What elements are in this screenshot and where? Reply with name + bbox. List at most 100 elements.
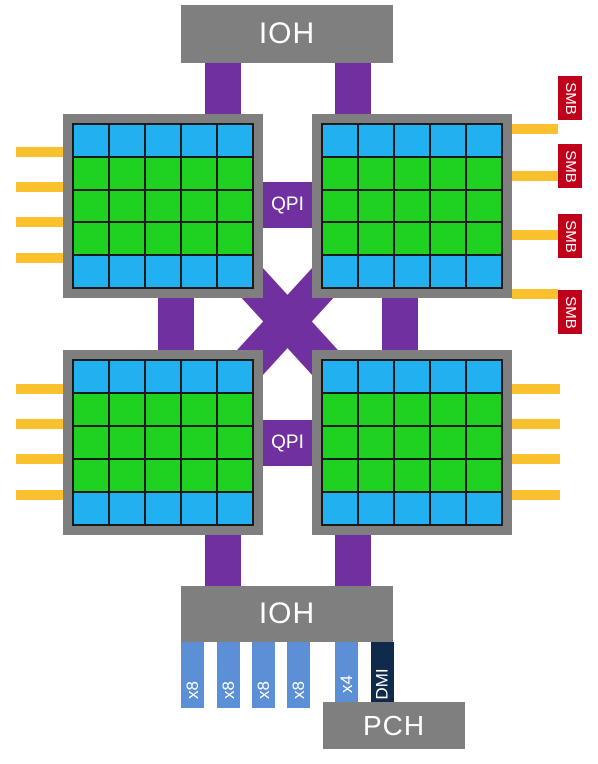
cpu-top-right-core-green-r2c4: [467, 190, 501, 222]
top-ioh: IOH: [181, 5, 393, 63]
pcie-lane-2: x8: [217, 642, 240, 708]
cpu-top-right-core-green-r3c4: [467, 223, 501, 255]
cpu-bottom-right-core-green-r3c0: [323, 460, 357, 491]
bottom-ioh: IOH: [181, 586, 393, 642]
cpu-top-right-core-blue-r4c3: [431, 256, 465, 287]
cpu-top-left-core-blue-r0c0: [74, 125, 108, 156]
cpu-bottom-right-core-blue-r4c3: [431, 493, 465, 524]
dmi-lane-label: DMI: [372, 668, 392, 700]
cpu-top-left-core-green-r1c3: [182, 157, 216, 189]
cpu-top-right-core-green-r1c3: [431, 157, 465, 189]
cpu-top-right-core-green-r1c0: [323, 157, 357, 189]
cpu-top-right-core-green-r2c2: [395, 190, 429, 222]
cpu-top-left-core-green-r3c4: [218, 223, 252, 255]
cpu-top-left-core-green-r2c3: [182, 190, 216, 222]
memory-pin-tl-1: [16, 147, 64, 157]
link-bottom-ioh-right: [335, 535, 371, 587]
cpu-bottom-right-core-green-r3c2: [395, 460, 429, 491]
cpu-top-right-core-blue-r0c2: [395, 125, 429, 156]
cpu-bottom-right-core-blue-r0c1: [359, 361, 393, 392]
cpu-bottom-left-core-green-r1c1: [110, 394, 144, 425]
cpu-top-right-core-green-r2c0: [323, 190, 357, 222]
cpu-bottom-left-core-blue-r0c2: [146, 361, 180, 392]
cpu-top-right-core-blue-r0c1: [359, 125, 393, 156]
memory-pin-br-4: [512, 490, 560, 500]
link-top-ioh-left: [205, 63, 241, 115]
link-right-vertical: [382, 298, 418, 350]
cpu-top-left-core-green-r3c0: [74, 223, 108, 255]
cpu-bottom-right-core-blue-r4c1: [359, 493, 393, 524]
cpu-top-left-core-green-r1c0: [74, 157, 108, 189]
cpu-top-left-core-green-r2c0: [74, 190, 108, 222]
cpu-bottom-left-core-green-r2c4: [218, 427, 252, 458]
cpu-bottom-left-core-blue-r4c1: [110, 493, 144, 524]
smb-badge-3: SMB: [558, 214, 582, 258]
cpu-top-left-core-blue-r0c3: [182, 125, 216, 156]
cpu-bottom-right-core-blue-r4c2: [395, 493, 429, 524]
cpu-bottom-left-core-green-r2c0: [74, 427, 108, 458]
memory-pin-tr-4: [512, 289, 558, 299]
cpu-top-left-core-blue-r4c2: [146, 256, 180, 287]
cpu-bottom-right-core-green-r2c0: [323, 427, 357, 458]
cpu-top-right-core-green-r2c3: [431, 190, 465, 222]
cpu-top-left-core-green-r2c4: [218, 190, 252, 222]
cpu-bottom-left-core-green-r3c1: [110, 460, 144, 491]
cpu-top-left: [63, 114, 263, 298]
smb-badge-4: SMB: [558, 290, 582, 334]
memory-pin-bl-1: [16, 384, 64, 394]
cpu-top-left-core-blue-r4c1: [110, 256, 144, 287]
cpu-bottom-left-core-green-r1c3: [182, 394, 216, 425]
cpu-bottom-left-core-green-r2c3: [182, 427, 216, 458]
memory-pin-br-2: [512, 419, 560, 429]
qpi-top-label: QPI: [271, 194, 304, 215]
cpu-top-right-core-green-r3c3: [431, 223, 465, 255]
cpu-bottom-left-core-green-r1c0: [74, 394, 108, 425]
cpu-top-right-core-green-r1c2: [395, 157, 429, 189]
cpu-top-left-core-green-r3c3: [182, 223, 216, 255]
cpu-bottom-left-core-green-r3c0: [74, 460, 108, 491]
cpu-bottom-left-core-grid: [72, 359, 254, 526]
cpu-bottom-right-core-blue-r4c0: [323, 493, 357, 524]
top-ioh-label: IOH: [258, 17, 316, 50]
bottom-ioh-label: IOH: [258, 597, 316, 630]
cpu-bottom-left-core-green-r1c4: [218, 394, 252, 425]
cpu-bottom-left-core-green-r2c1: [110, 427, 144, 458]
memory-pin-br-1: [512, 384, 560, 394]
cpu-top-right-core-green-r1c1: [359, 157, 393, 189]
cpu-bottom-left-core-blue-r0c1: [110, 361, 144, 392]
cpu-top-left-core-grid: [72, 123, 254, 289]
link-left-vertical: [158, 298, 194, 350]
cpu-top-left-core-green-r3c1: [110, 223, 144, 255]
cpu-top-right: [312, 114, 512, 298]
cpu-bottom-right-core-green-r2c4: [467, 427, 501, 458]
cpu-top-left-core-green-r3c2: [146, 223, 180, 255]
cpu-bottom-right-core-green-r1c0: [323, 394, 357, 425]
memory-pin-tl-4: [16, 253, 64, 263]
memory-pin-tl-3: [16, 217, 64, 227]
memory-pin-tr-3: [512, 230, 558, 240]
cpu-bottom-right-core-blue-r0c3: [431, 361, 465, 392]
pch-label: PCH: [362, 709, 426, 741]
cpu-top-right-core-blue-r0c4: [467, 125, 501, 156]
pcie-lane-1-label: x8: [182, 681, 202, 699]
cpu-bottom-left-core-green-r3c4: [218, 460, 252, 491]
memory-pin-br-3: [512, 454, 560, 464]
cpu-top-left-core-green-r1c4: [218, 157, 252, 189]
smb-label-4: SMB: [561, 295, 579, 329]
cpu-bottom-right-core-blue-r4c4: [467, 493, 501, 524]
smb-badge-1: SMB: [558, 76, 582, 120]
cpu-bottom-left-core-green-r2c2: [146, 427, 180, 458]
cpu-bottom-right-core-blue-r0c4: [467, 361, 501, 392]
link-bottom-ioh-left: [205, 535, 241, 587]
cpu-bottom-left: [63, 350, 263, 535]
cpu-bottom-left-core-blue-r0c4: [218, 361, 252, 392]
cpu-bottom-left-core-blue-r0c3: [182, 361, 216, 392]
cpu-top-right-core-green-r1c4: [467, 157, 501, 189]
cpu-top-right-core-green-r3c2: [395, 223, 429, 255]
cpu-top-right-core-blue-r4c0: [323, 256, 357, 287]
cpu-bottom-right-core-green-r2c2: [395, 427, 429, 458]
cpu-bottom-left-core-green-r3c2: [146, 460, 180, 491]
cpu-bottom-right-core-grid: [321, 359, 503, 526]
cpu-bottom-right-core-green-r1c1: [359, 394, 393, 425]
cpu-bottom-right-core-green-r1c2: [395, 394, 429, 425]
